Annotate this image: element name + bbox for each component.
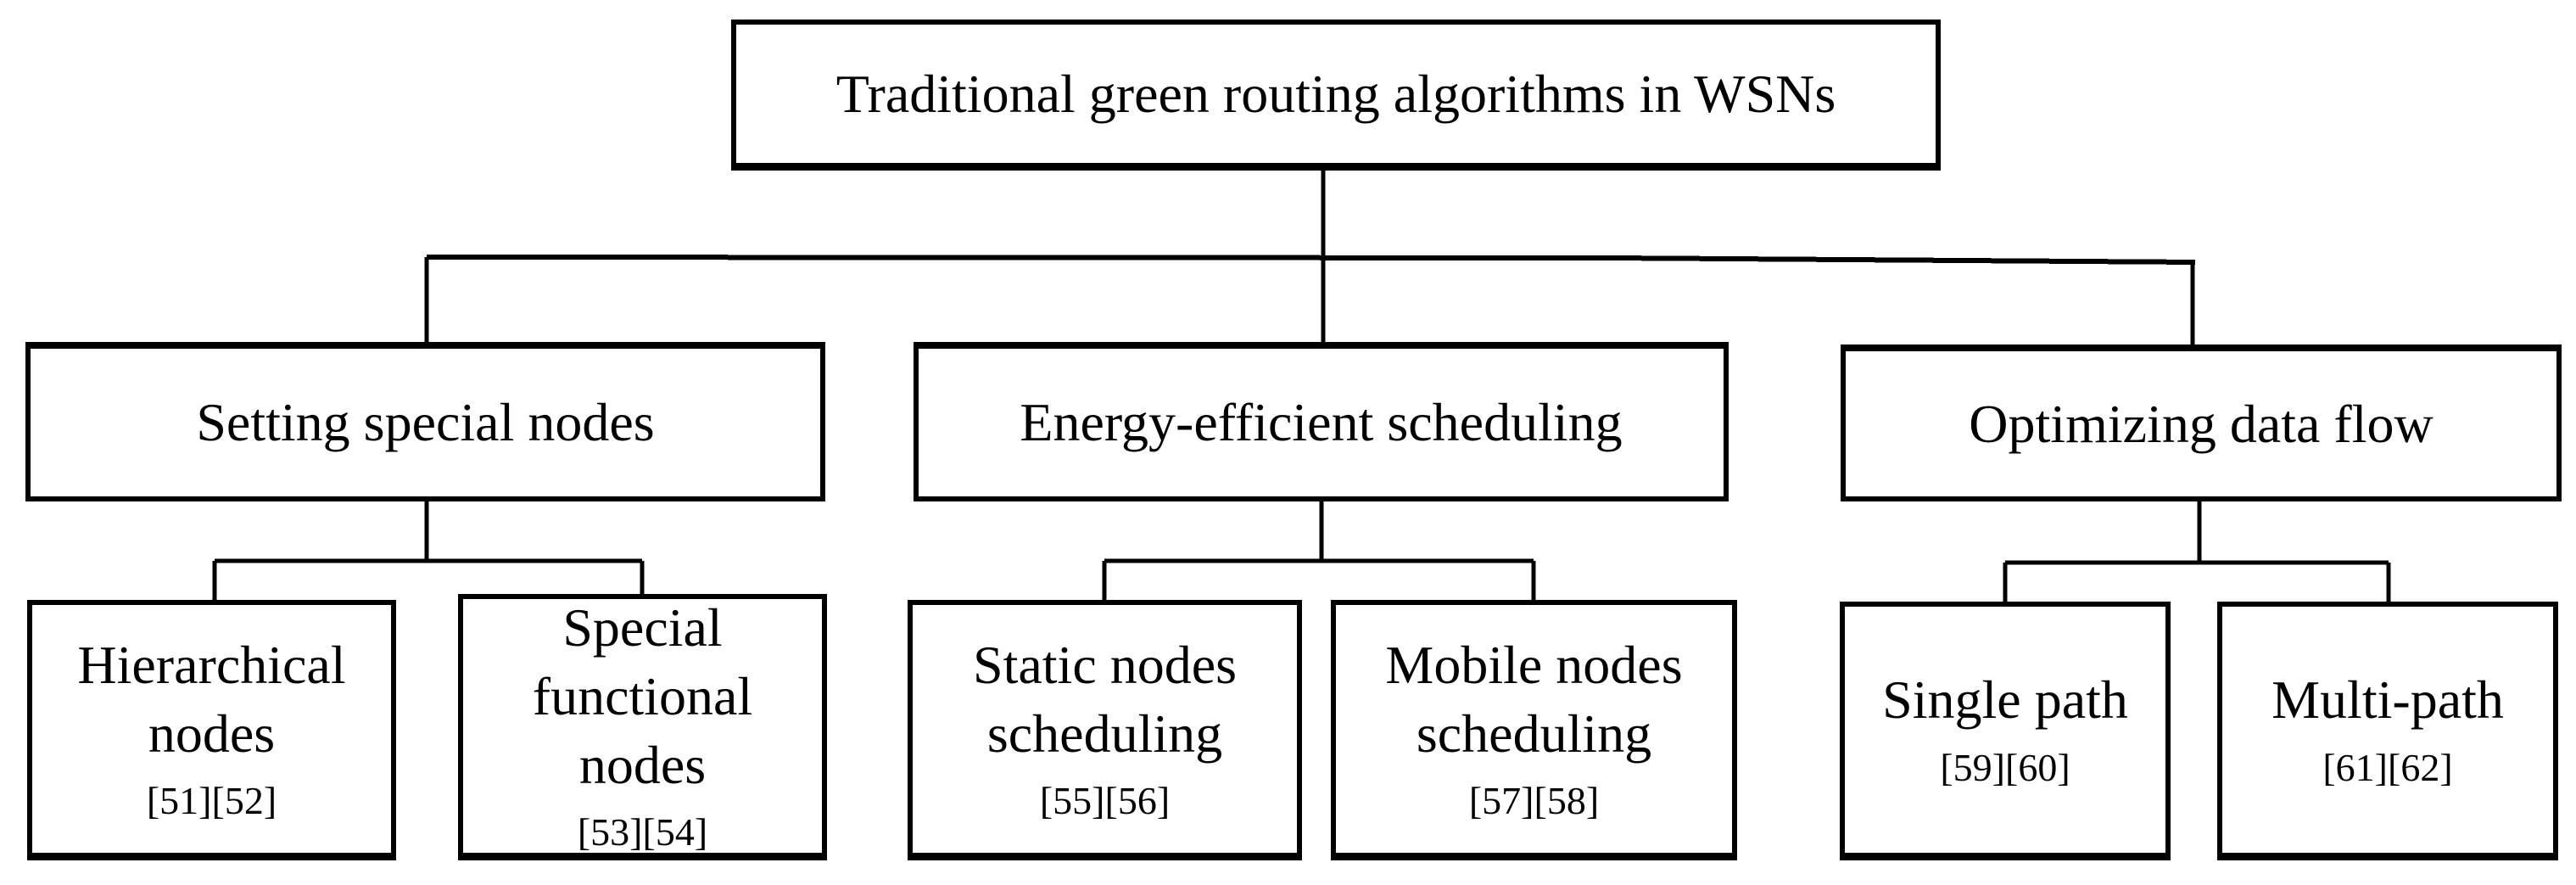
node-leaf-hierarchical-nodes: Hierarchical nodes [51][52] — [27, 600, 396, 860]
node-label: Multi-path — [2271, 669, 2504, 731]
node-refs: [57][58] — [1468, 779, 1600, 823]
node-refs: [53][54] — [577, 810, 708, 854]
node-leaf-static-nodes-scheduling: Static nodes scheduling [55][56] — [908, 600, 1302, 860]
node-root: Traditional green routing algorithms in … — [731, 20, 1941, 171]
node-label: Special functional nodes — [532, 597, 753, 796]
node-leaf-single-path: Single path [59][60] — [1840, 602, 2171, 860]
node-label: Hierarchical nodes — [77, 634, 346, 764]
node-leaf-multi-path: Multi-path [61][62] — [2217, 602, 2558, 860]
node-label: Mobile nodes scheduling — [1385, 634, 1683, 764]
node-label: Setting special nodes — [196, 392, 655, 453]
node-label: Energy-efficient scheduling — [1020, 392, 1623, 453]
node-refs: [59][60] — [1940, 745, 2070, 789]
node-label: Traditional green routing algorithms in … — [835, 63, 1836, 124]
node-refs: [55][56] — [1039, 779, 1171, 823]
node-branch-energy-efficient-scheduling: Energy-efficient scheduling — [914, 342, 1729, 501]
node-branch-setting-special-nodes: Setting special nodes — [25, 342, 825, 501]
connector-main-horizontal — [426, 255, 2196, 265]
node-refs: [61][62] — [2322, 745, 2453, 789]
node-label: Static nodes scheduling — [972, 634, 1238, 764]
node-label: Single path — [1882, 669, 2128, 731]
node-leaf-mobile-nodes-scheduling: Mobile nodes scheduling [57][58] — [1331, 600, 1737, 860]
node-refs: [51][52] — [146, 779, 277, 823]
node-branch-optimizing-data-flow: Optimizing data flow — [1841, 344, 2562, 501]
node-label: Optimizing data flow — [1969, 393, 2434, 454]
node-leaf-special-functional-nodes: Special functional nodes [53][54] — [458, 594, 827, 860]
